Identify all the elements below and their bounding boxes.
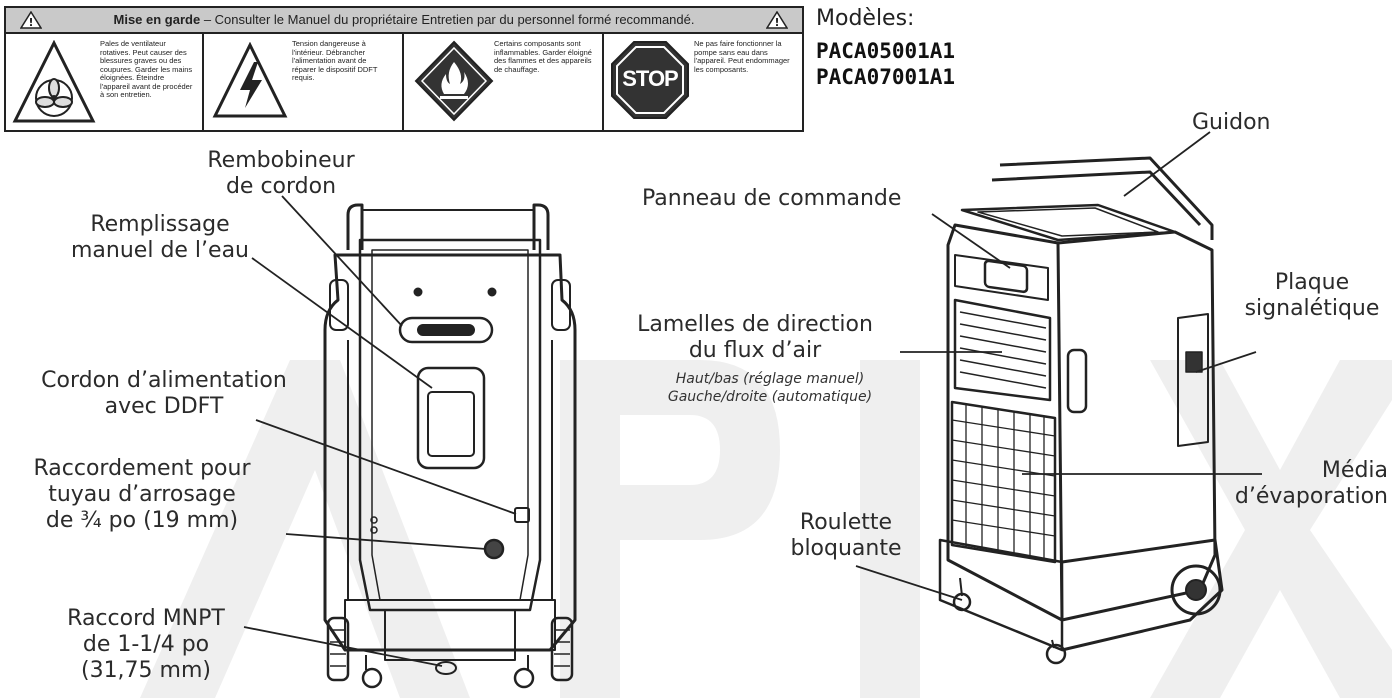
label-line: de ¾ po (19 mm) <box>45 508 239 533</box>
flammable-hazard-icon <box>414 40 494 122</box>
label-control-panel: Panneau de commande <box>642 186 902 211</box>
label-line: du flux d’air <box>688 338 822 363</box>
label-line: Lamelles de direction <box>637 312 873 337</box>
label-line: Haut/bas (réglage manuel) <box>675 371 865 387</box>
warning-cell-fan: Pales de ventilateur rotatives. Peut cau… <box>6 34 204 130</box>
label-line: Raccord MNPT <box>67 606 225 631</box>
electric-shock-hazard-icon <box>212 42 288 118</box>
label-line: (31,75 mm) <box>80 658 211 683</box>
label-power-cord: Cordon d’alimentation avec DDFT <box>4 368 324 420</box>
label-line: de cordon <box>225 174 337 199</box>
warning-cell-electric: Tension dangereuse à l'intérieur. Débran… <box>204 34 404 130</box>
model-number: PACA05001A1 <box>816 39 956 63</box>
label-louvers: Lamelles de direction du flux d’air <box>600 312 910 364</box>
label-louvers-note: Haut/bas (réglage manuel) Gauche/droite … <box>630 370 910 406</box>
warning-cell-flammable: Certains composants sont inflammables. G… <box>404 34 604 130</box>
label-mnpt: Raccord MNPT de 1-1/4 po (31,75 mm) <box>36 606 256 684</box>
label-media: Média d’évaporation <box>1212 458 1388 510</box>
warning-cell-stop: STOP Ne pas faire fonctionner la pompe s… <box>604 34 802 130</box>
label-line: de 1-1/4 po <box>82 632 210 657</box>
label-line: Remplissage <box>90 212 230 237</box>
label-nameplate: Plaque signalétique <box>1232 270 1392 322</box>
label-handle: Guidon <box>1192 110 1271 135</box>
label-line: Raccordement pour <box>33 456 251 481</box>
label-line: Gauche/droite (automatique) <box>667 389 873 405</box>
warning-title-bar: Mise en garde – Consulter le Manuel du p… <box>6 8 802 34</box>
label-line: Rembobineur <box>207 148 355 173</box>
svg-text:!: ! <box>28 16 33 29</box>
model-number: PACA07001A1 <box>816 65 956 89</box>
label-line: signalétique <box>1244 296 1380 321</box>
models-heading: Modèles: <box>816 6 915 31</box>
label-line: tuyau d’arrosage <box>48 482 236 507</box>
label-line: d’évaporation <box>1234 484 1388 509</box>
stop-sign-text: STOP <box>622 66 679 91</box>
label-cord-reel: Rembobineur de cordon <box>136 148 426 200</box>
label-water-fill: Remplissage manuel de l’eau <box>40 212 280 264</box>
warning-text-stop: Ne pas faire fonctionner la pompe sans e… <box>694 39 790 74</box>
svg-text:!: ! <box>774 16 779 29</box>
warning-triangle-icon: ! <box>20 11 42 29</box>
warning-text-flammable: Certains composants sont inflammables. G… <box>494 39 592 74</box>
warning-label: Mise en garde – Consulter le Manuel du p… <box>4 6 804 132</box>
label-line: Roulette <box>799 510 893 535</box>
warning-triangle-icon: ! <box>766 11 788 29</box>
warning-title-text: – Consulter le Manuel du propriétaire En… <box>200 12 695 27</box>
warning-text-electric: Tension dangereuse à l'intérieur. Débran… <box>292 39 378 82</box>
label-line: avec DDFT <box>104 394 224 419</box>
warning-title-bold: Mise en garde <box>113 12 201 27</box>
stop-sign-icon <box>611 41 689 119</box>
label-line: Média <box>1321 458 1388 483</box>
label-line: Plaque <box>1274 270 1350 295</box>
label-line: Cordon d’alimentation <box>41 368 287 393</box>
label-hose-connection: Raccordement pour tuyau d’arrosage de ¾ … <box>4 456 280 534</box>
warning-text-fan: Pales de ventilateur rotatives. Peut cau… <box>100 39 193 99</box>
label-line: manuel de l’eau <box>71 238 249 263</box>
fan-blade-hazard-icon <box>12 40 96 123</box>
label-line: bloquante <box>790 536 902 561</box>
label-caster: Roulette bloquante <box>776 510 916 562</box>
